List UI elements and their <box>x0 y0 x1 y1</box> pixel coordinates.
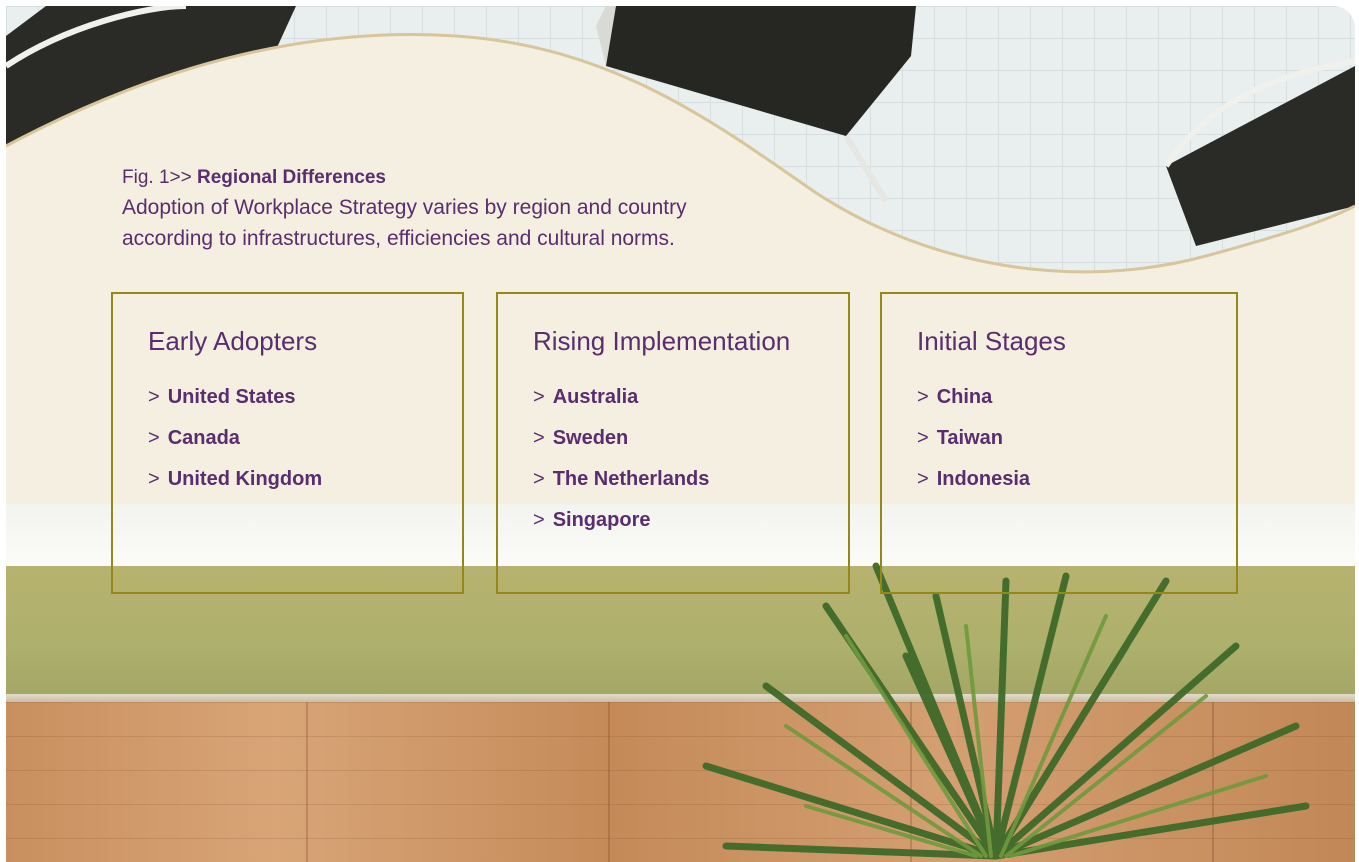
country-list: > Australia > Sweden > The Netherlands > Sin… <box>533 377 709 541</box>
group-box-initial-stages: Initial Stages > China > Taiwan > Indonesia <box>880 292 1238 594</box>
figure-label: Fig. 1>> <box>122 167 192 188</box>
country-list: > China > Taiwan > Indonesia <box>917 377 1030 500</box>
country-name: United Kingdom <box>167 468 323 490</box>
figure-description-line-2: according to infrastructures, efficienci… <box>122 227 675 250</box>
group-box-early-adopters: Early Adopters > United States > Canada > U… <box>111 292 464 594</box>
bullet-marker: > <box>917 427 929 449</box>
green-wall-band <box>6 566 1355 698</box>
chair-right <box>1163 58 1355 246</box>
wall-baseboard-glow <box>6 504 1355 566</box>
list-item: > Indonesia <box>917 459 1030 500</box>
bullet-marker: > <box>148 468 160 490</box>
list-item: > Sweden <box>533 418 709 459</box>
list-item: > United States <box>148 377 322 418</box>
country-name: The Netherlands <box>552 468 710 490</box>
bullet-marker: > <box>148 386 160 408</box>
bullet-marker: > <box>917 386 929 408</box>
wave-panel <box>6 33 1355 576</box>
bullet-marker: > <box>533 468 545 490</box>
group-title: Initial Stages <box>917 326 1066 356</box>
chair-middle <box>596 6 916 203</box>
figure-title: Regional Differences <box>197 167 386 188</box>
list-item: > The Netherlands <box>533 459 709 500</box>
bullet-marker: > <box>533 427 545 449</box>
country-name: United States <box>167 386 296 408</box>
figure-description-line-1: Adoption of Workplace Strategy varies by… <box>122 196 687 219</box>
list-item: > Singapore <box>533 500 709 541</box>
list-item: > Canada <box>148 418 322 459</box>
list-item: > China <box>917 377 1030 418</box>
bullet-marker: > <box>533 386 545 408</box>
group-title: Rising Implementation <box>533 326 791 356</box>
wall-ledge <box>6 694 1355 702</box>
country-name: Taiwan <box>936 427 1003 449</box>
country-name: Australia <box>552 386 639 408</box>
country-name: China <box>936 386 993 408</box>
country-name: Canada <box>167 427 240 449</box>
list-item: > United Kingdom <box>148 459 322 500</box>
bullet-marker: > <box>533 509 545 531</box>
country-name: Sweden <box>552 427 629 449</box>
country-name: Singapore <box>552 509 651 531</box>
country-list: > United States > Canada > United Kingdom <box>148 377 322 500</box>
figure-page: Fig. 1>> Regional Differences Adoption o… <box>6 6 1355 862</box>
list-item: > Taiwan <box>917 418 1030 459</box>
group-box-rising-implementation: Rising Implementation > Australia > Sweden… <box>496 292 850 594</box>
figure-caption: Fig. 1>> Regional Differences Adoption o… <box>122 164 687 254</box>
bullet-marker: > <box>917 468 929 490</box>
group-title: Early Adopters <box>148 326 318 356</box>
country-name: Indonesia <box>936 468 1031 490</box>
list-item: > Australia <box>533 377 709 418</box>
bullet-marker: > <box>148 427 160 449</box>
potted-plant-photo <box>702 562 1310 860</box>
